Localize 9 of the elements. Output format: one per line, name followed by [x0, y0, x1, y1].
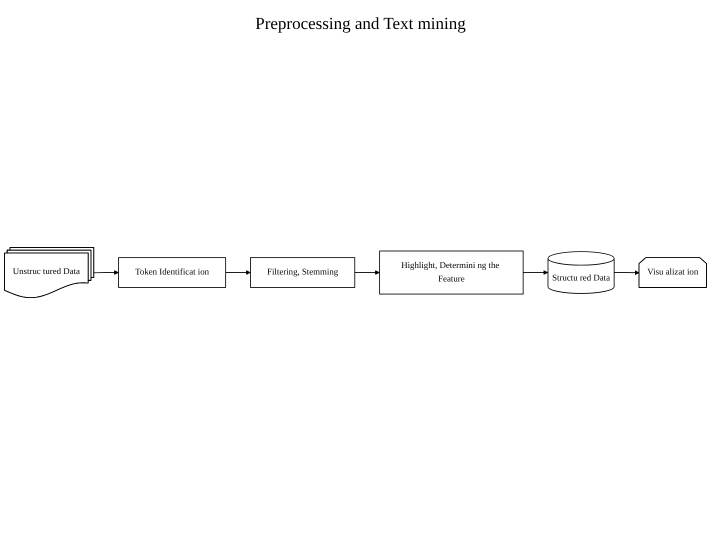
node-box: Highlight, Determini ng the Feature: [379, 251, 524, 295]
arrow: [522, 270, 548, 276]
group-label: Preprocessing and Text mining: [255, 14, 466, 34]
arrow: [225, 270, 251, 276]
node-box: Token Identificat ion: [118, 258, 226, 288]
arrow: [614, 270, 640, 276]
arrow: [94, 270, 119, 276]
arrow: [354, 270, 380, 276]
node-box: Filtering, Stemming: [250, 258, 356, 288]
